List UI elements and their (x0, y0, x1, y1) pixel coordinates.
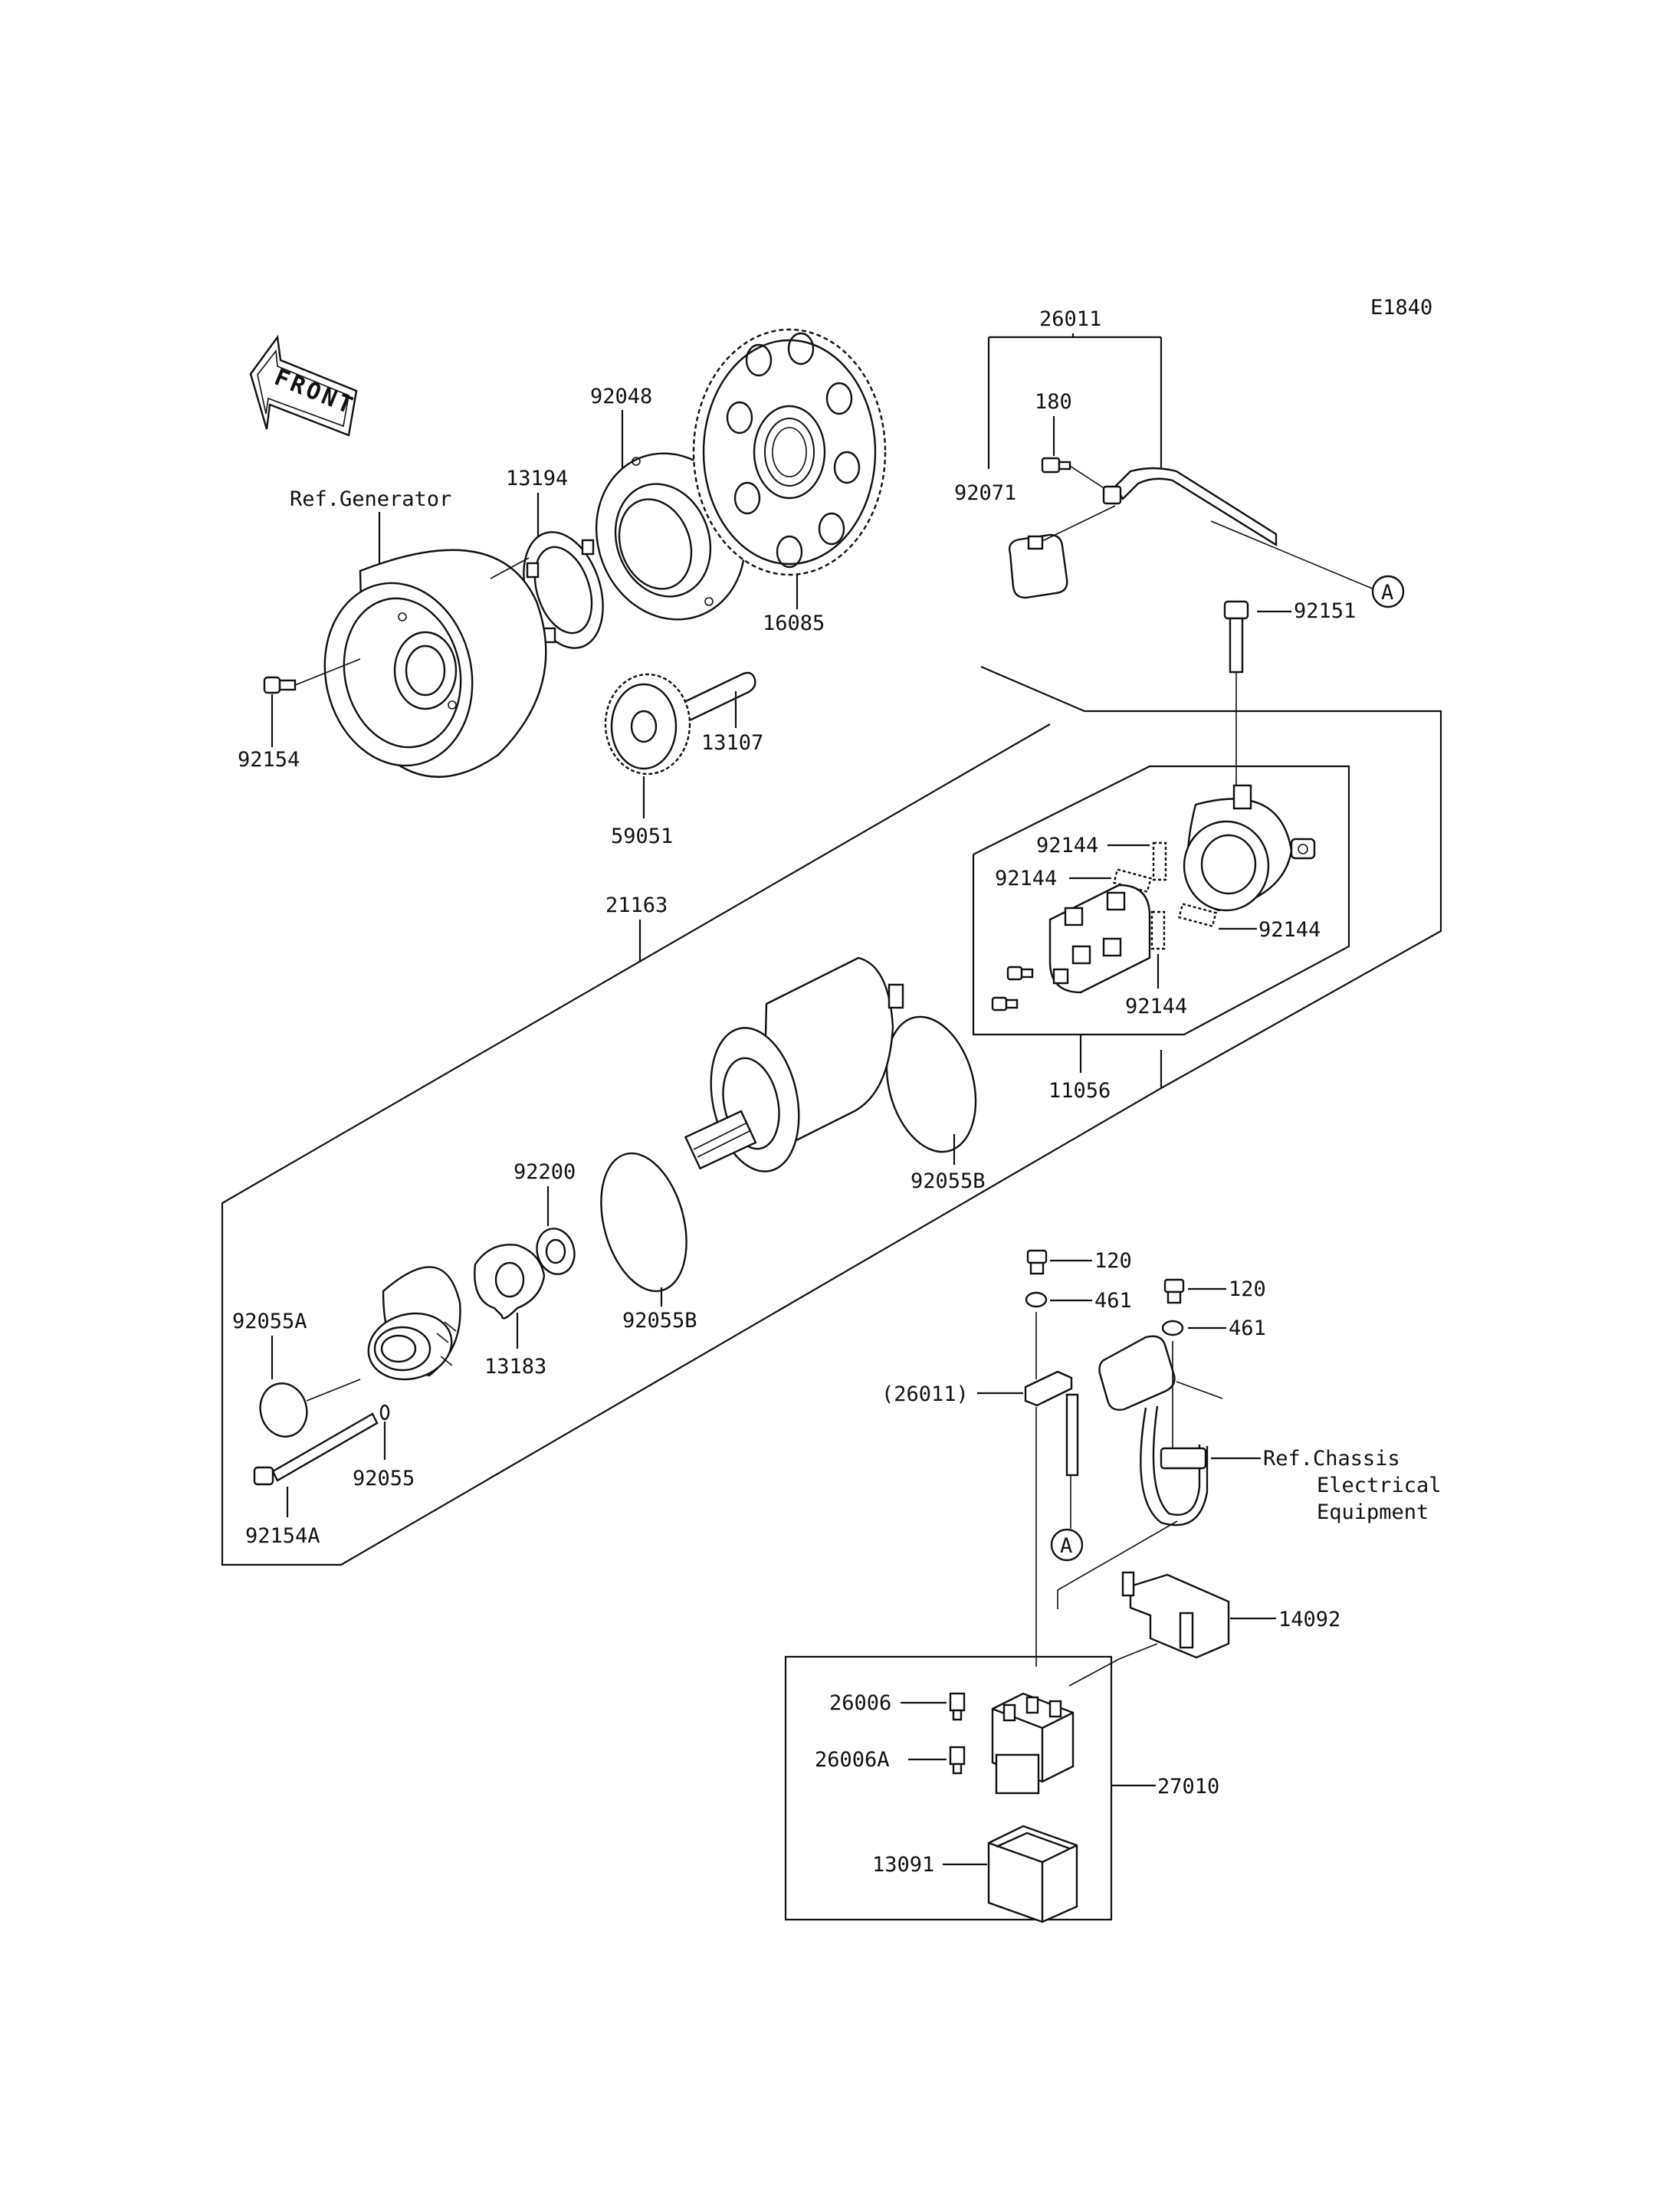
label-16085: 16085 (763, 612, 825, 635)
callout-a-bottom: A (1050, 1528, 1084, 1562)
label-26006a: 26006A (815, 1748, 890, 1772)
fuse-26006 (949, 1692, 966, 1721)
label-92048: 92048 (590, 385, 652, 408)
label-92071: 92071 (954, 481, 1016, 505)
yoke (684, 956, 904, 1172)
oring-92055a (259, 1379, 361, 1438)
label-120-b: 120 (1229, 1277, 1266, 1301)
label-92200: 92200 (514, 1160, 576, 1184)
label-11056: 11056 (1048, 1079, 1111, 1103)
spring-92144-d (1150, 910, 1166, 950)
harness-ref-chassis (1057, 1335, 1223, 1591)
label-21163: 21163 (605, 894, 668, 917)
label-ref-chassis-1: Ref.Chassis (1263, 1447, 1400, 1471)
fuse-26006a (949, 1746, 966, 1775)
label-461-a: 461 (1094, 1289, 1132, 1313)
lockwasher-13183 (474, 1244, 546, 1320)
rotor-ref-generator (323, 549, 547, 778)
cover-14092 (1121, 1571, 1230, 1659)
label-92144-b: 92144 (995, 867, 1057, 890)
label-92154a: 92154A (245, 1524, 320, 1548)
label-13194: 13194 (506, 467, 568, 490)
terminal-26011 (1024, 1312, 1079, 1667)
spring-92144-a (1152, 841, 1167, 881)
bolt-92154 (263, 658, 361, 694)
label-26011-ref: (26011) (881, 1382, 969, 1406)
label-461-b: 461 (1229, 1317, 1266, 1340)
label-92144-a: 92144 (1036, 834, 1098, 857)
spring-92144-c (1177, 903, 1218, 928)
label-14092: 14092 (1278, 1608, 1340, 1631)
bolt-92151 (1223, 600, 1249, 789)
switch-92071 (1009, 505, 1116, 599)
screw-brush-a (1006, 966, 1034, 981)
front-cover (367, 1266, 461, 1381)
outline-21163 (221, 723, 1163, 1566)
oring-92055 (379, 1404, 390, 1421)
washer-92200 (536, 1228, 576, 1275)
shaft-13107 (678, 671, 756, 722)
washer-461-b (1161, 1320, 1184, 1336)
label-13183: 13183 (484, 1355, 546, 1379)
screw-brush-b (991, 996, 1019, 1012)
label-59051: 59051 (611, 825, 673, 848)
callout-a-top: A (1371, 575, 1405, 608)
gear-59051 (604, 673, 691, 776)
label-92151: 92151 (1294, 599, 1356, 623)
label-92154: 92154 (238, 748, 300, 772)
brush-plate (1048, 884, 1151, 994)
svg-text:A: A (1381, 581, 1393, 605)
svg-text:A: A (1060, 1534, 1072, 1558)
outline-11056 (972, 765, 1350, 1036)
bolt-120-a (1026, 1249, 1048, 1275)
label-ref-generator: Ref.Generator (290, 487, 451, 511)
label-92055b-bottom: 92055B (622, 1309, 697, 1333)
label-92055: 92055 (353, 1467, 415, 1490)
label-ref-chassis-2: Electrical (1317, 1474, 1442, 1497)
end-cover (1183, 784, 1316, 912)
label-13107: 13107 (701, 731, 763, 755)
oring-92055b-bottom (600, 1152, 687, 1293)
label-27010: 27010 (1157, 1775, 1219, 1799)
bolt-92154a (253, 1412, 379, 1486)
label-26006: 26006 (829, 1691, 891, 1715)
relay (991, 1692, 1075, 1795)
label-92055b-top: 92055B (911, 1169, 986, 1193)
label-120-a: 120 (1094, 1249, 1132, 1273)
clutch-13194 (523, 531, 604, 649)
bolt-180 (1041, 457, 1071, 474)
label-92144-c: 92144 (1258, 918, 1321, 942)
label-92144-d: 92144 (1125, 995, 1187, 1018)
label-92055a: 92055A (232, 1310, 307, 1333)
bolt-120-b (1163, 1278, 1185, 1304)
label-26011: 26011 (1039, 307, 1101, 331)
label-180: 180 (1035, 390, 1072, 414)
label-13091: 13091 (872, 1853, 934, 1877)
bracket-26011 (987, 333, 1163, 469)
front-arrow-icon: FRONT (249, 334, 359, 437)
case-13091 (987, 1825, 1078, 1923)
diagram-code: E1840 (1370, 296, 1432, 320)
outline-27010 (784, 1655, 1113, 1921)
label-ref-chassis-3: Equipment (1317, 1500, 1429, 1524)
gear-16085 (692, 328, 887, 576)
washer-461-a (1025, 1291, 1048, 1308)
cable-26011 (1102, 467, 1380, 592)
oring-92055b-top (885, 1015, 977, 1153)
